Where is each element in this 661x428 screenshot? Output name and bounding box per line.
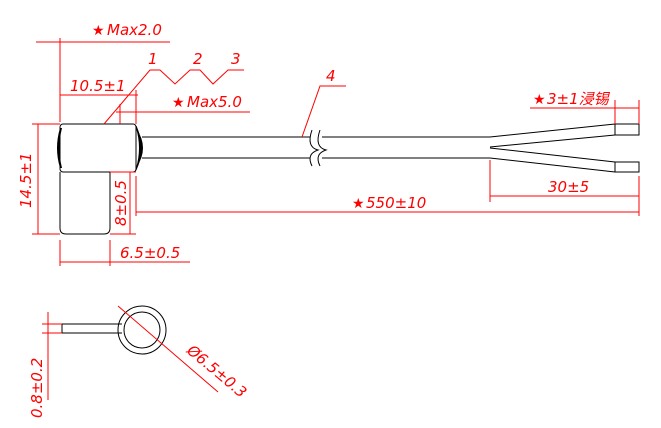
label-dim-30: 30±5	[548, 178, 589, 196]
dimension-lines	[32, 38, 640, 266]
label-part-4: 4	[326, 67, 336, 85]
label-max-2-0: Max2.0	[107, 21, 162, 39]
label-part-1: 1	[148, 50, 158, 68]
label-dim-3-tin: 3±1浸锡	[547, 90, 611, 108]
label-dim-14-5: 14.5±1	[17, 152, 35, 208]
sensor-body	[57, 123, 143, 235]
star-icon: ★	[92, 23, 105, 39]
label-dim-8: 8±0.5	[112, 180, 130, 226]
label-dim-10-5: 10.5±1	[70, 77, 126, 95]
star-icon: ★	[352, 196, 365, 212]
label-dim-diameter: Ø6.5±0.3	[183, 341, 251, 402]
star-icon: ★	[172, 95, 185, 111]
ring-terminal-view	[42, 305, 219, 400]
label-dim-6-5: 6.5±0.5	[120, 244, 180, 262]
label-dim-550: 550±10	[366, 194, 426, 212]
dimension-labels: ★ Max2.0 1 2 3 10.5±1 ★ Max5.0 4 ★ 3±1浸锡…	[17, 21, 611, 418]
lead-wires	[142, 123, 640, 173]
label-part-3: 3	[231, 50, 241, 68]
label-part-2: 2	[193, 50, 203, 68]
star-icon: ★	[533, 92, 546, 108]
label-dim-0-8: 0.8±0.2	[28, 358, 46, 418]
label-max-5-0: Max5.0	[187, 93, 242, 111]
